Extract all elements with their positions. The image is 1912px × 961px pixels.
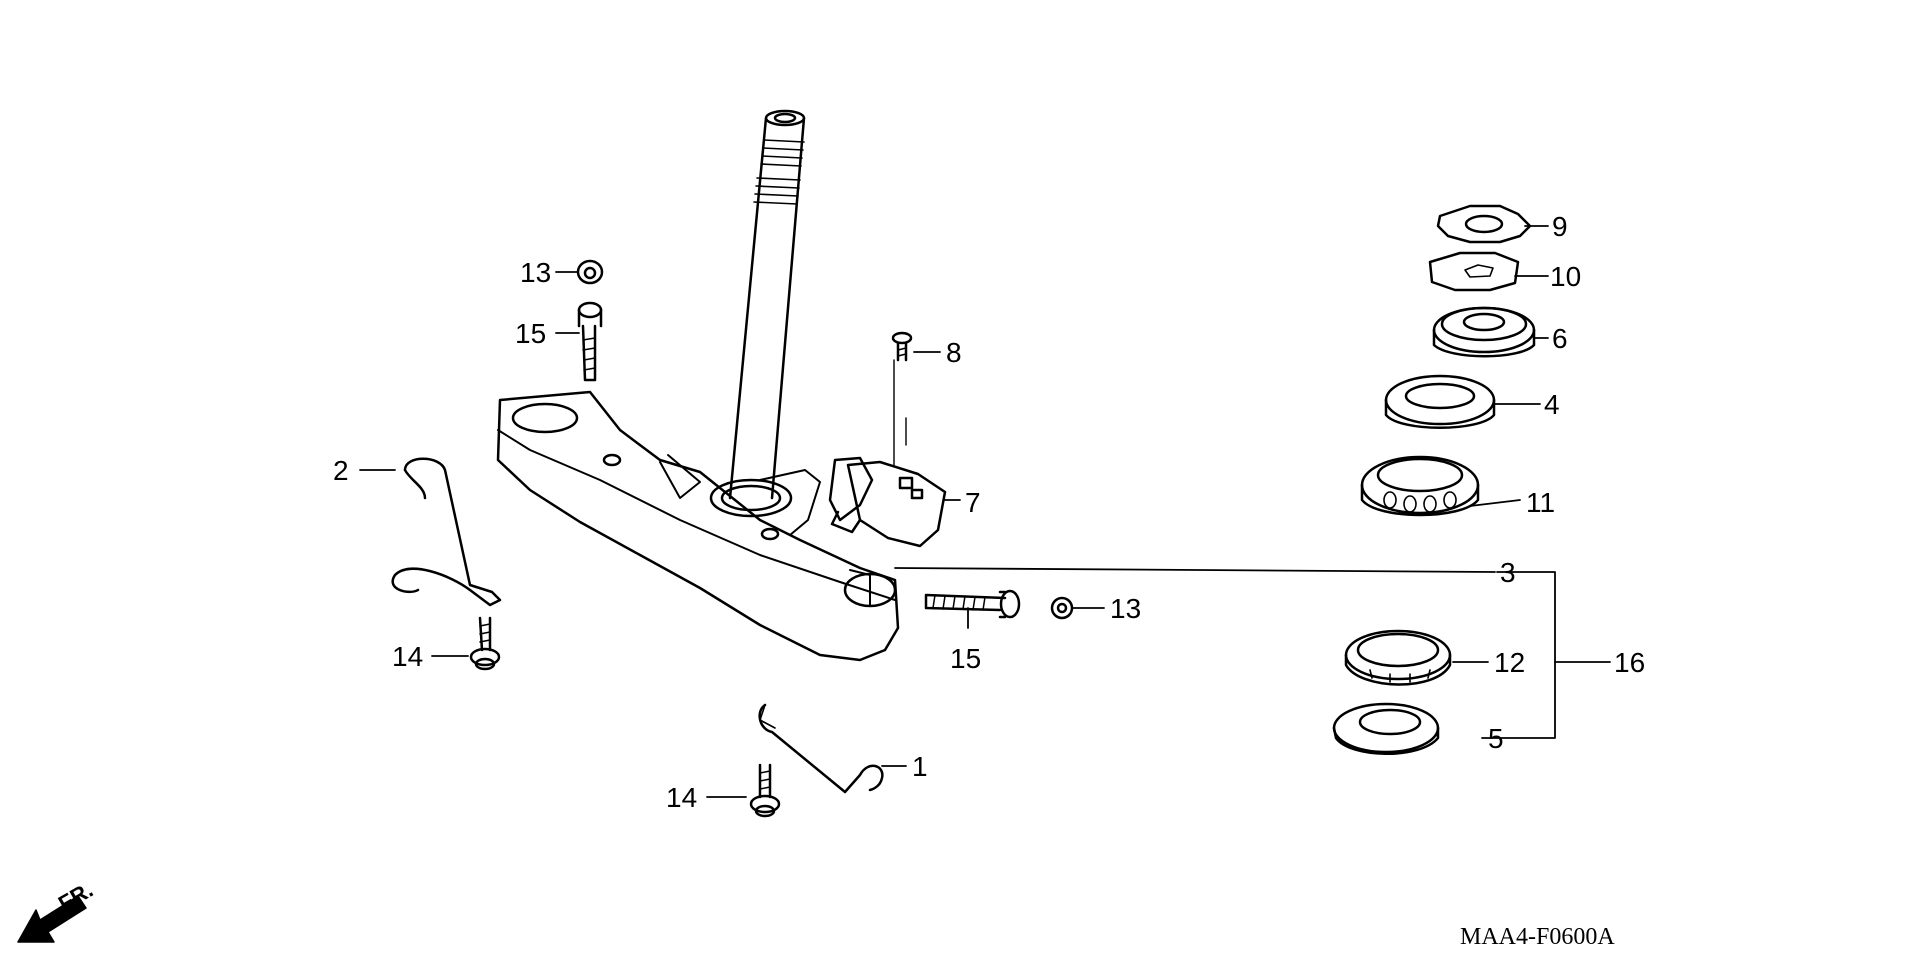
fork-bridge	[496, 390, 900, 662]
steering-stem	[709, 109, 806, 518]
front-arrow-icon: FR.	[17, 877, 97, 943]
bearing-11	[1360, 455, 1480, 517]
clip-2	[391, 457, 502, 607]
clip-1	[758, 703, 884, 794]
callout-15-side: 15	[950, 643, 981, 674]
nut-13-side	[1050, 596, 1074, 620]
bolt-14-left	[469, 616, 501, 671]
lock-washer-9	[1436, 204, 1532, 244]
callout-9: 9	[1552, 211, 1568, 242]
callout-labels: 13 15 8 7 2 14 15 13 1 14 9 10 6 4 11 3 …	[333, 211, 1645, 813]
callout-3: 3	[1500, 557, 1516, 588]
bolt-15-side	[924, 589, 1021, 619]
callout-16: 16	[1614, 647, 1645, 678]
washer-10	[1428, 251, 1520, 292]
callout-11: 11	[1526, 487, 1555, 518]
callout-14-left: 14	[392, 641, 423, 672]
dust-seal-5	[1332, 702, 1440, 755]
callout-15-top: 15	[515, 318, 546, 349]
callout-12: 12	[1494, 647, 1525, 678]
callout-10: 10	[1550, 261, 1581, 292]
callout-2: 2	[333, 455, 349, 486]
callout-13-top: 13	[520, 257, 551, 288]
diagram-code: MAA4-F0600A	[1460, 924, 1615, 950]
callout-1: 1	[912, 751, 928, 782]
dust-seal-4	[1384, 374, 1496, 429]
callout-14-bottom: 14	[666, 782, 697, 813]
stay-bracket	[828, 456, 947, 548]
bolt-15-top	[577, 301, 603, 382]
callout-5: 5	[1488, 723, 1504, 754]
nut-13-top	[576, 259, 604, 285]
callout-13-side: 13	[1110, 593, 1141, 624]
screw-8	[891, 331, 913, 466]
callout-6: 6	[1552, 323, 1568, 354]
leader-lines	[359, 225, 1611, 798]
lock-nut-6	[1432, 306, 1536, 358]
callout-4: 4	[1544, 389, 1560, 420]
callout-7: 7	[965, 487, 981, 518]
bearing-12	[1344, 629, 1452, 686]
bolt-14-bottom	[749, 763, 781, 818]
callout-8: 8	[946, 337, 962, 368]
